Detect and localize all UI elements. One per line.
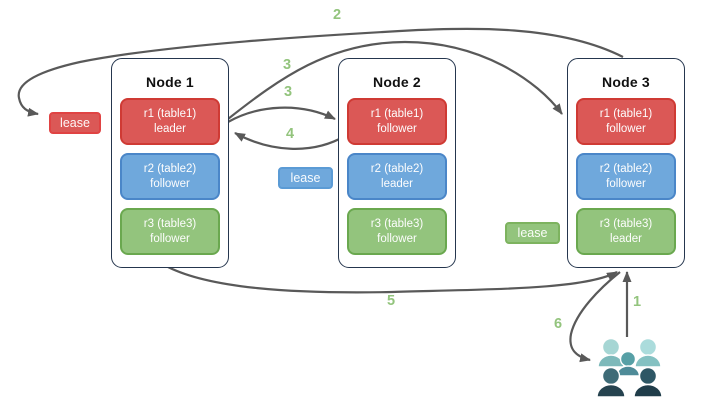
node-2-replica-r1: r1 (table1) follower bbox=[347, 98, 447, 145]
step-label-5: 5 bbox=[387, 293, 396, 309]
node-2-title: Node 2 bbox=[373, 74, 421, 90]
replica-name: r3 (table3) bbox=[143, 217, 197, 230]
step-label-4: 4 bbox=[286, 126, 295, 142]
replica-role: follower bbox=[377, 232, 417, 245]
node-1-title: Node 1 bbox=[146, 74, 194, 90]
node-1: Node 1 r1 (table1) leader r2 (table2) fo… bbox=[111, 58, 229, 268]
arrow-step-4-icon bbox=[234, 132, 346, 150]
lease-badge-r1: lease bbox=[49, 112, 101, 134]
replica-name: r1 (table1) bbox=[143, 107, 197, 120]
node-2-replica-r2: r2 (table2) leader bbox=[347, 153, 447, 200]
replica-role: leader bbox=[610, 232, 642, 245]
node-2-replica-r3: r3 (table3) follower bbox=[347, 208, 447, 255]
replica-role: follower bbox=[150, 177, 190, 190]
user-person-icon bbox=[596, 366, 626, 398]
replica-name: r2 (table2) bbox=[599, 162, 653, 175]
node-3: Node 3 r1 (table1) follower r2 (table2) … bbox=[567, 58, 685, 268]
arrow-step-5-icon bbox=[167, 266, 618, 294]
replica-role: follower bbox=[606, 122, 646, 135]
node-1-replica-r3: r3 (table3) follower bbox=[120, 208, 220, 255]
replica-name: r2 (table2) bbox=[143, 162, 197, 175]
lease-badge-r2: lease bbox=[278, 167, 333, 189]
replica-role: leader bbox=[381, 177, 413, 190]
lease-badge-r3: lease bbox=[505, 222, 560, 244]
step-label-6: 6 bbox=[554, 316, 563, 332]
replica-name: r3 (table3) bbox=[370, 217, 424, 230]
node-2: Node 2 r1 (table1) follower r2 (table2) … bbox=[338, 58, 456, 268]
node-3-replica-r2: r2 (table2) follower bbox=[576, 153, 676, 200]
user-person-icon bbox=[634, 337, 662, 368]
arrow-step-3-lower-icon bbox=[227, 106, 336, 123]
node-1-replica-r1: r1 (table1) leader bbox=[120, 98, 220, 145]
arrow-step-2-icon bbox=[17, 27, 624, 117]
node-3-replica-r3: r3 (table3) leader bbox=[576, 208, 676, 255]
arrow-step-3-upper-icon bbox=[227, 40, 563, 120]
user-person-icon bbox=[597, 337, 625, 368]
replica-role: follower bbox=[377, 122, 417, 135]
replica-role: follower bbox=[150, 232, 190, 245]
replica-name: r3 (table3) bbox=[599, 217, 653, 230]
step-label-3-lower: 3 bbox=[284, 84, 293, 100]
arrow-step-6-icon bbox=[569, 271, 621, 363]
replica-name: r2 (table2) bbox=[370, 162, 424, 175]
replica-role: leader bbox=[154, 122, 186, 135]
replica-name: r1 (table1) bbox=[599, 107, 653, 120]
users-icon bbox=[596, 337, 663, 398]
step-label-1: 1 bbox=[633, 294, 642, 310]
node-3-title: Node 3 bbox=[602, 74, 650, 90]
replica-role: follower bbox=[606, 177, 646, 190]
step-label-3-upper: 3 bbox=[283, 57, 292, 73]
replica-name: r1 (table1) bbox=[370, 107, 424, 120]
node-3-replica-r1: r1 (table1) follower bbox=[576, 98, 676, 145]
user-person-icon bbox=[633, 366, 663, 398]
node-1-replica-r2: r2 (table2) follower bbox=[120, 153, 220, 200]
step-label-2: 2 bbox=[333, 7, 342, 23]
